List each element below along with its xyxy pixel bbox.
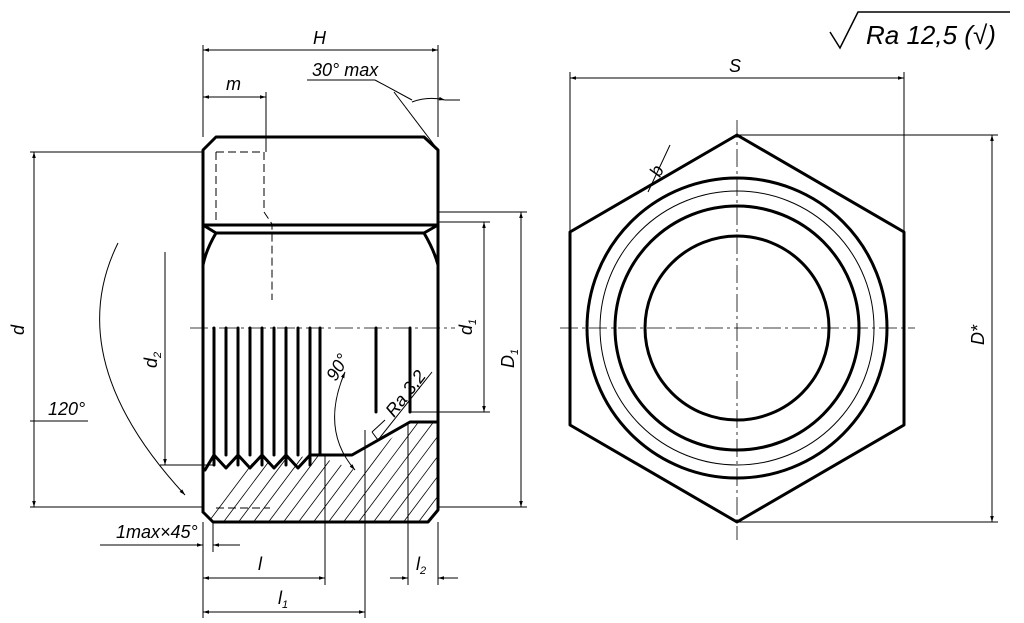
arc-left	[201, 231, 218, 267]
label-m: m	[226, 74, 241, 94]
label-b: b	[645, 162, 667, 180]
label-d: d	[8, 324, 28, 335]
ra32-symbol	[371, 371, 433, 441]
end-view: S D* b	[560, 56, 998, 540]
roughness-note: Ra 12,5 (√)	[829, 11, 1010, 50]
arc-right	[422, 231, 440, 267]
label-l1: l1	[278, 588, 288, 611]
label-l2: l2	[416, 554, 426, 577]
label-30max: 30° max	[312, 60, 379, 80]
label-roughness: Ra 12,5 (√)	[866, 20, 996, 50]
chamfer-curve	[201, 223, 440, 235]
angle-120-arc	[99, 242, 186, 496]
nut-outline	[201, 135, 440, 524]
label-120: 120°	[48, 399, 85, 419]
label-H: H	[313, 28, 327, 48]
label-d2: d2	[141, 352, 164, 368]
label-D1: D1	[498, 349, 521, 368]
label-90: 90°	[322, 350, 353, 384]
label-chamfer: 1max×45°	[116, 522, 198, 542]
thread-section	[203, 326, 440, 472]
label-Dstar: D*	[968, 324, 988, 345]
hatching	[203, 422, 438, 522]
leader-b	[647, 144, 671, 193]
side-section-view: H m 30° max d d2 120° 1max×45°	[8, 28, 527, 618]
label-l: l	[258, 554, 263, 574]
label-S: S	[729, 56, 741, 76]
label-d1: d1	[456, 319, 479, 335]
angle-90-arc	[334, 371, 356, 471]
